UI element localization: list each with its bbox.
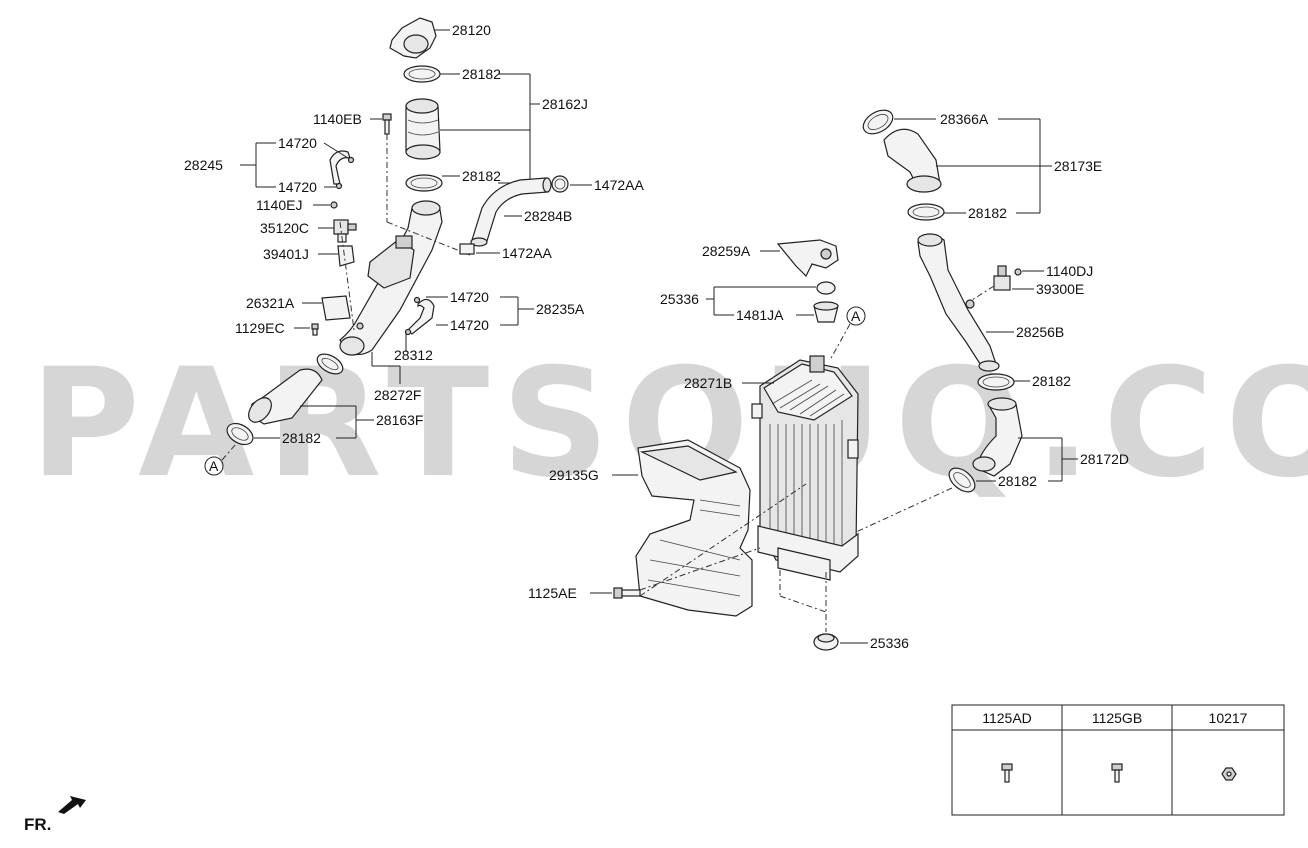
bolt-1140EB bbox=[382, 113, 392, 135]
parts-table: 1125AD 1125GB 10217 bbox=[951, 704, 1285, 816]
clip-1472AA-bottom bbox=[459, 243, 475, 255]
table-header-col2: 1125GB bbox=[1092, 710, 1142, 726]
label-25336-b: 25336 bbox=[870, 635, 909, 651]
gasket-26321A bbox=[321, 295, 351, 321]
ref-circle-a-left bbox=[204, 456, 224, 476]
hose-28235A bbox=[404, 296, 435, 336]
clamp-28182-lower-left bbox=[316, 353, 344, 375]
label-28182-d: 28182 bbox=[968, 205, 1007, 221]
bolt-1129EC bbox=[311, 323, 319, 336]
intercooler-28271B bbox=[751, 355, 859, 581]
ref-circle-a-center bbox=[846, 306, 866, 326]
clamp-28182-bottom-left bbox=[226, 422, 254, 446]
ref-a-left: A bbox=[209, 458, 219, 474]
sensor-39300E bbox=[993, 265, 1011, 291]
label-35120C: 35120C bbox=[260, 220, 309, 236]
air-guide-29135G bbox=[635, 439, 753, 617]
hose-28163F bbox=[248, 368, 323, 425]
label-28312: 28312 bbox=[394, 347, 433, 363]
clamp-28182-right-top bbox=[907, 203, 945, 221]
label-26321A: 26321A bbox=[246, 295, 295, 311]
label-1140EJ: 1140EJ bbox=[256, 197, 302, 213]
front-label: FR. bbox=[24, 815, 51, 834]
label-28259A: 28259A bbox=[702, 243, 751, 259]
label-28182-c: 28182 bbox=[282, 430, 321, 446]
label-28173E: 28173E bbox=[1054, 158, 1102, 174]
front-direction-indicator: FR. bbox=[24, 796, 86, 834]
bolt-icon bbox=[1111, 763, 1123, 783]
label-39401J: 39401J bbox=[263, 246, 309, 262]
label-28284B: 28284B bbox=[524, 208, 572, 224]
clamp-28182-right-mid bbox=[977, 373, 1015, 391]
label-28366A: 28366A bbox=[940, 111, 989, 127]
label-28256B: 28256B bbox=[1016, 324, 1064, 340]
label-28182-e: 28182 bbox=[1032, 373, 1071, 389]
label-28245: 28245 bbox=[184, 157, 223, 173]
table-header-col1: 1125AD bbox=[982, 710, 1032, 726]
hose-28245 bbox=[329, 150, 355, 190]
label-28272F: 28272F bbox=[374, 387, 421, 403]
grommet-1481JA bbox=[813, 301, 839, 323]
bolt-icon bbox=[1001, 763, 1013, 783]
label-39300E: 39300E bbox=[1036, 281, 1084, 297]
label-28271B: 28271B bbox=[684, 375, 732, 391]
pipe-28256B bbox=[917, 233, 1000, 372]
arrow-icon bbox=[58, 796, 86, 814]
nut-icon bbox=[1221, 767, 1237, 781]
elbow-28120 bbox=[389, 17, 437, 59]
clip-1472AA-top bbox=[551, 175, 569, 193]
label-28182-a: 28182 bbox=[462, 66, 501, 82]
clamp-28366A bbox=[862, 109, 894, 135]
clamp-28182-top bbox=[403, 65, 441, 83]
label-1481JA: 1481JA bbox=[736, 307, 784, 323]
label-28182-f: 28182 bbox=[998, 473, 1037, 489]
label-14720-a: 14720 bbox=[278, 135, 317, 151]
label-25336-a: 25336 bbox=[660, 291, 699, 307]
clamp-28182-right-bottom bbox=[948, 467, 976, 493]
screw-1140EJ bbox=[330, 201, 338, 209]
bolt-1125AE bbox=[613, 587, 641, 599]
screw-1140DJ bbox=[1014, 268, 1022, 276]
label-28120: 28120 bbox=[452, 22, 491, 38]
bracket-39401J bbox=[337, 245, 355, 267]
label-28163F: 28163F bbox=[376, 412, 423, 428]
label-1472AA-a: 1472AA bbox=[594, 177, 644, 193]
label-1129EC: 1129EC bbox=[235, 320, 285, 336]
label-1125AE: 1125AE bbox=[528, 585, 577, 601]
ref-a-center: A bbox=[851, 308, 861, 324]
label-1140EB: 1140EB bbox=[313, 111, 362, 127]
label-14720-d: 14720 bbox=[450, 317, 489, 333]
grommet-25336-bottom bbox=[813, 633, 839, 651]
label-14720-b: 14720 bbox=[278, 179, 317, 195]
grommet-25336-top bbox=[816, 281, 836, 295]
sensor-35120C bbox=[333, 219, 357, 243]
label-1472AA-b: 1472AA bbox=[502, 245, 552, 261]
hose-28173E bbox=[883, 128, 942, 193]
label-1140DJ: 1140DJ bbox=[1046, 263, 1093, 279]
clamp-28182-mid bbox=[405, 174, 443, 192]
label-28162J: 28162J bbox=[542, 96, 588, 112]
pipe-28272F bbox=[339, 200, 443, 356]
table-header-col3: 10217 bbox=[1209, 710, 1248, 726]
hose-28284B bbox=[470, 177, 552, 247]
label-28235A: 28235A bbox=[536, 301, 585, 317]
label-14720-c: 14720 bbox=[450, 289, 489, 305]
bracket-28259A bbox=[776, 239, 839, 278]
label-29135G: 29135G bbox=[549, 467, 599, 483]
hose-28162J bbox=[405, 98, 441, 160]
label-28182-b: 28182 bbox=[462, 168, 501, 184]
label-28172D: 28172D bbox=[1080, 451, 1129, 467]
hose-28172D bbox=[972, 397, 1023, 477]
